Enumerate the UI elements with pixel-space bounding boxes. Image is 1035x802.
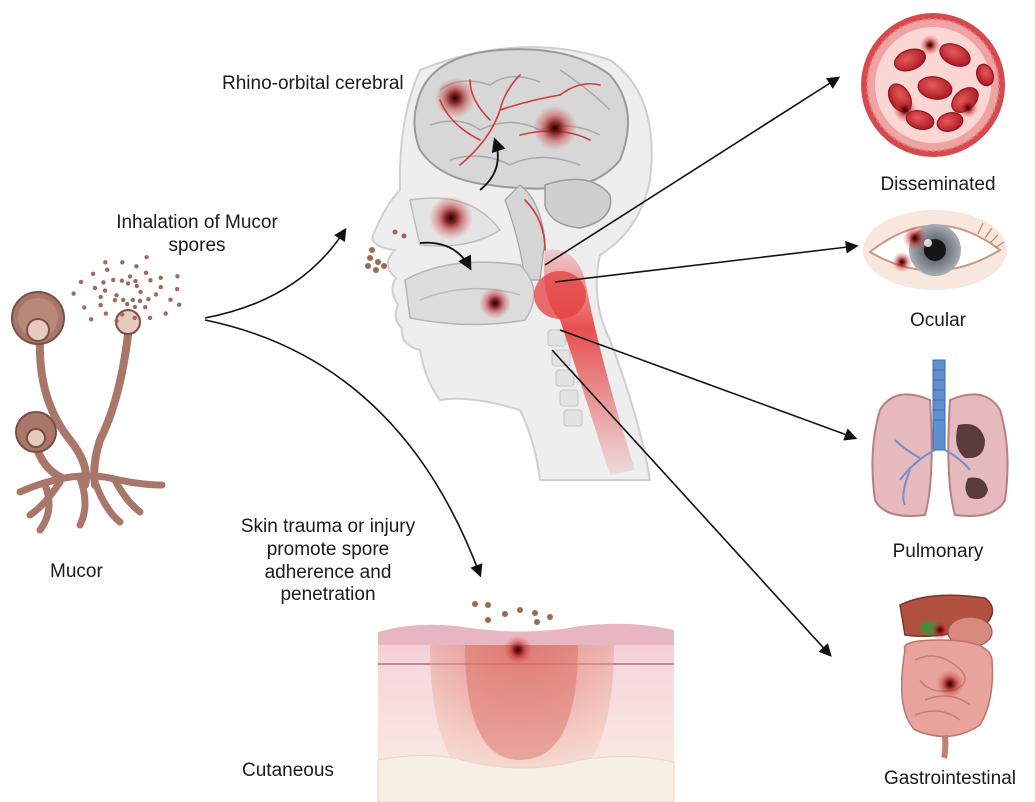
skin-trauma-label: Skin trauma or injury promote spore adhe… <box>218 516 438 607</box>
spore <box>148 316 152 320</box>
lungs-icon <box>872 360 1007 516</box>
head-cross-section-icon <box>365 47 652 480</box>
spore <box>134 264 138 268</box>
spore <box>128 274 132 278</box>
gastrointestinal-label: Gastrointestinal <box>884 768 1016 791</box>
spore <box>120 279 124 283</box>
spore <box>103 288 107 292</box>
spore <box>138 299 142 303</box>
inhalation-label-line2: spores <box>92 235 302 258</box>
spore <box>71 291 75 295</box>
spore <box>159 285 163 289</box>
inhalation-label: Inhalation of Mucor spores <box>92 212 302 258</box>
disseminated-label: Disseminated <box>868 174 1008 197</box>
spore <box>168 298 172 302</box>
spore <box>144 271 148 275</box>
spore <box>120 260 124 264</box>
spore <box>111 278 115 282</box>
spore <box>114 319 118 323</box>
spore <box>114 293 118 297</box>
spore <box>146 297 150 301</box>
spore <box>164 311 168 315</box>
blood-vessel-icon <box>861 13 1005 157</box>
digestive-system-icon <box>900 595 993 758</box>
spore <box>120 312 124 316</box>
spore <box>125 302 129 306</box>
spore <box>82 305 86 309</box>
skin-trauma-line4: penetration <box>218 584 438 607</box>
spore <box>93 286 97 290</box>
skin-trauma-line2: promote spore <box>218 539 438 562</box>
inhalation-label-line1: Inhalation of Mucor <box>92 212 302 235</box>
spore <box>105 268 109 272</box>
spore <box>133 316 137 320</box>
eye-icon <box>863 210 1007 290</box>
spore <box>113 298 117 302</box>
spore <box>177 303 181 307</box>
spore <box>148 278 152 282</box>
cutaneous-label: Cutaneous <box>242 760 334 783</box>
skin-layers-icon <box>378 601 674 802</box>
spore <box>121 298 125 302</box>
spore <box>89 317 93 321</box>
spore <box>91 272 95 276</box>
spore <box>101 280 105 284</box>
skin-trauma-line1: Skin trauma or injury <box>218 516 438 539</box>
spore <box>175 274 179 278</box>
mucor-fungus-icon <box>12 255 181 530</box>
spore <box>98 303 102 307</box>
spore <box>133 305 137 309</box>
spore <box>138 290 142 294</box>
spore <box>79 280 83 284</box>
spore <box>159 276 163 280</box>
spore <box>133 279 137 283</box>
spore <box>131 298 135 302</box>
spore <box>103 260 107 264</box>
spore <box>143 305 147 309</box>
spore <box>104 311 108 315</box>
rhino-orbital-label: Rhino-orbital cerebral <box>222 73 404 96</box>
pulmonary-label: Pulmonary <box>868 541 1008 564</box>
ocular-label: Ocular <box>868 310 1008 333</box>
spore <box>154 292 158 296</box>
spore <box>99 295 103 299</box>
mucor-label: Mucor <box>50 561 103 584</box>
spore <box>135 284 139 288</box>
skin-trauma-line3: adherence and <box>218 562 438 585</box>
spore <box>175 287 179 291</box>
spore <box>126 281 130 285</box>
